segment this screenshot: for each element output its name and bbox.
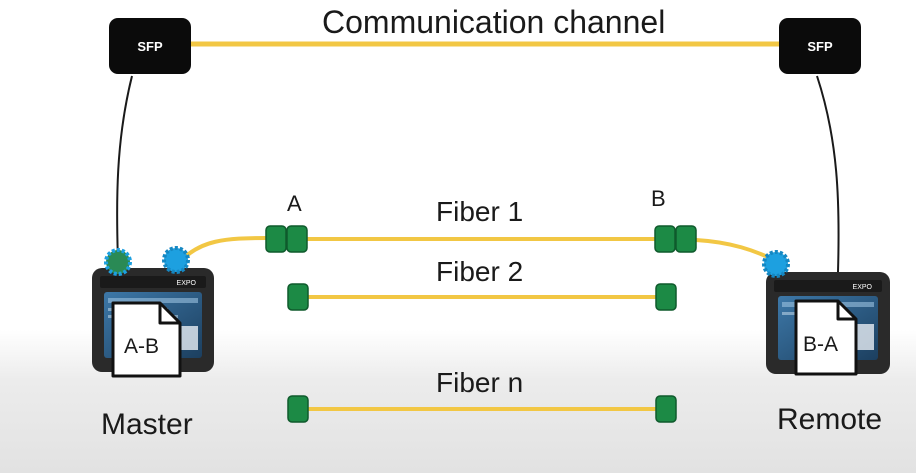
- remote-document-label: B-A: [803, 333, 839, 356]
- master-label: Master: [101, 408, 193, 441]
- remote-label: Remote: [777, 403, 883, 436]
- communication-channel-title: Communication channel: [322, 4, 666, 40]
- master-patch-cord: [178, 236, 269, 264]
- remote-port-blue-icon: [762, 250, 790, 278]
- fiber-n-label: Fiber n: [436, 367, 524, 398]
- point-a-label: A: [287, 191, 302, 216]
- master-sfp-cable: [116, 75, 133, 263]
- master-document-icon: [111, 301, 182, 378]
- point-b-label: B: [651, 186, 666, 211]
- sfp-right: SFP: [779, 18, 861, 74]
- master-document-label: A-B: [124, 335, 160, 358]
- fiber-1-label: Fiber 1: [436, 196, 524, 227]
- connector-a-1: [265, 225, 287, 253]
- remote-document-icon: [794, 299, 858, 376]
- connector-b-1: [654, 225, 676, 253]
- master-brand: EXPO: [177, 280, 197, 287]
- master-port-grey-icon: [104, 248, 132, 276]
- sfp-right-label: SFP: [807, 38, 833, 54]
- connector-fiber-n-left: [287, 395, 309, 423]
- connector-fiber-2-right: [655, 283, 677, 311]
- connector-a-2: [286, 225, 308, 253]
- fiber-2-label: Fiber 2: [436, 256, 524, 287]
- remote-brand: EXPO: [853, 284, 873, 291]
- sfp-left: SFP: [109, 18, 191, 74]
- connector-fiber-2-left: [287, 283, 309, 311]
- connector-b-2: [675, 225, 697, 253]
- remote-sfp-cable: [816, 75, 840, 273]
- connector-fiber-n-right: [655, 395, 677, 423]
- master-port-blue-icon: [162, 246, 190, 274]
- sfp-left-label: SFP: [137, 38, 163, 54]
